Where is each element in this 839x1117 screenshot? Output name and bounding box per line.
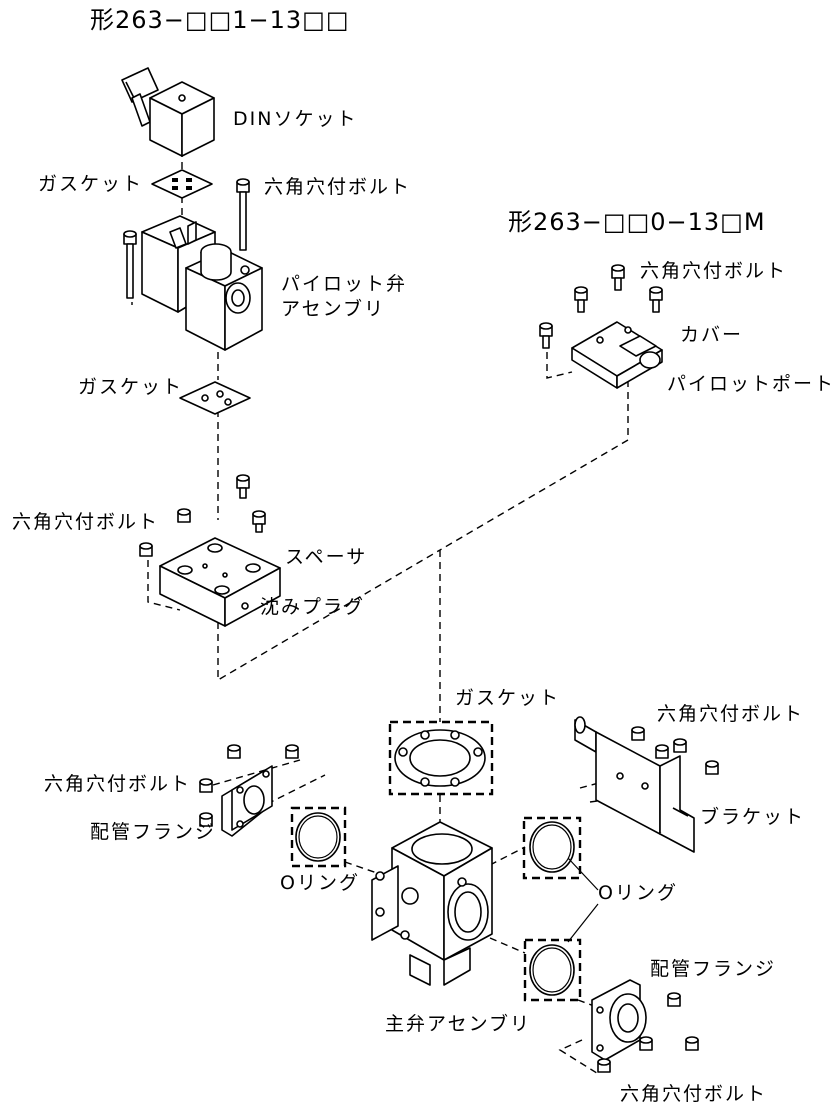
label-pipe-flange-2: 配管フランジ [650,958,777,980]
label-spacer: スペーサ [285,546,368,568]
model-number-top-right: 形263−□□0−13□M [508,208,766,236]
label-o-ring-2: Oリング [598,882,678,904]
label-hex-bolt-1: 六角穴付ボルト [264,176,412,198]
label-pipe-flange-1: 配管フランジ [90,821,217,843]
label-hex-bolt-3: 六角穴付ボルト [12,511,160,533]
label-pilot-port: パイロットポート [667,373,836,395]
main-valve-body [371,821,493,986]
label-hex-bolt-4: 六角穴付ボルト [657,703,805,725]
model-number-top-left: 形263−□□1−13□□ [90,6,350,34]
pilot-valve-assembly [141,215,263,351]
pilot-long-bolts [123,178,250,299]
right-upper-o-ring [522,816,582,880]
spacer-bolts [139,474,266,557]
right-lower-o-ring [523,938,582,1002]
label-gasket-2: ガスケット [78,376,184,398]
din-socket [121,67,215,157]
label-pilot-valve-line2: アセンブリ [281,298,386,320]
cover-assembly [539,264,663,389]
din-gasket [151,169,213,199]
left-o-ring [290,806,347,868]
spacer-block [159,537,281,627]
left-pipe-flange [199,744,299,837]
label-bracket: ブラケット [700,806,806,828]
label-gasket-1: ガスケット [38,173,144,195]
label-pilot-valve-line1: パイロット弁 [281,273,408,295]
label-din-socket: DINソケット [233,108,358,130]
bracket [574,716,719,853]
label-hex-bolt-5: 六角穴付ボルト [44,773,192,795]
label-o-ring-1: Oリング [280,872,360,894]
o-ring-leaders [567,857,599,943]
label-hex-bolt-6: 六角穴付ボルト [620,1083,768,1105]
main-gasket [388,720,494,796]
pilot-gasket [179,381,251,415]
label-gasket-3: ガスケット [455,687,561,709]
right-pipe-flange [591,979,699,1073]
label-main-valve-assembly: 主弁アセンブリ [385,1013,532,1035]
label-sink-plug: 沈みプラグ [260,596,366,618]
label-cover: カバー [680,324,744,346]
label-hex-bolt-2: 六角穴付ボルト [640,260,788,282]
